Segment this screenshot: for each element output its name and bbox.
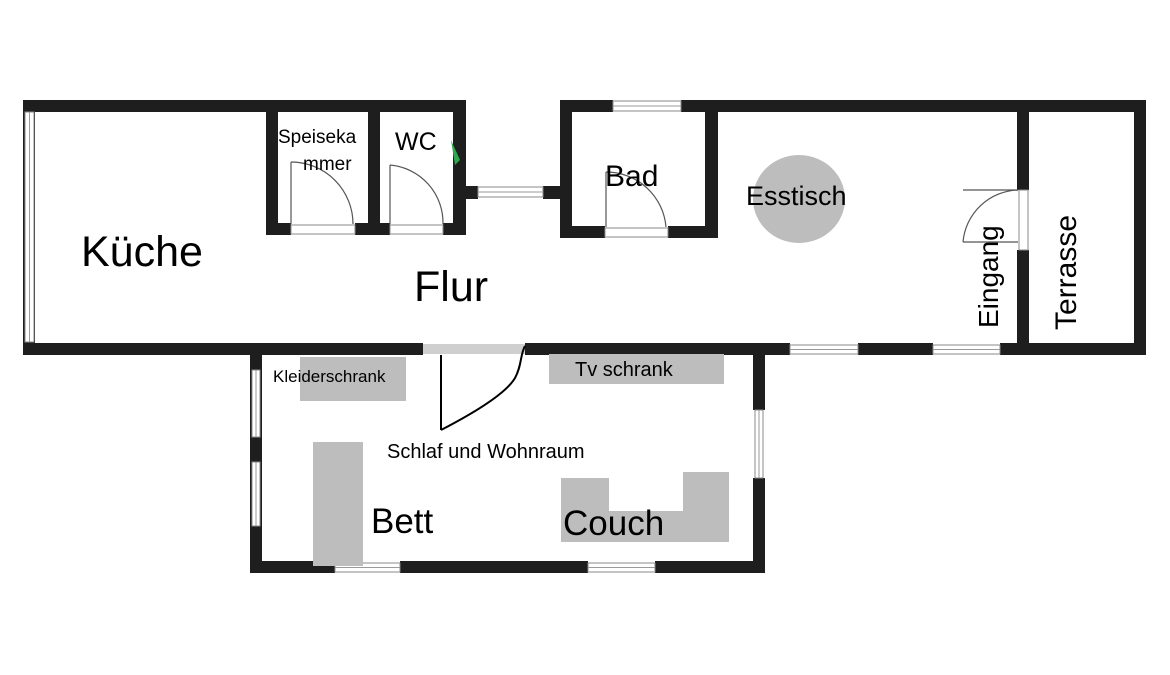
label-eingang: Eingang <box>973 225 1004 328</box>
label-esstisch: Esstisch <box>746 181 847 211</box>
label-kleiderschrank: Kleiderschrank <box>273 367 386 386</box>
windows-main <box>24 100 1029 355</box>
windows-bedroom <box>251 369 764 573</box>
label-bett: Bett <box>371 502 434 541</box>
kleiderschrank-furniture <box>300 357 406 401</box>
door-swings <box>290 161 1019 431</box>
label-speisekammer-2: mmer <box>303 154 352 175</box>
couch-furniture <box>561 472 729 542</box>
walls-main <box>23 100 1146 355</box>
esstisch-table <box>753 155 845 243</box>
label-terrasse: Terrasse <box>1050 215 1083 330</box>
bed-furniture <box>313 442 363 566</box>
label-wc: WC <box>395 128 437 156</box>
label-kueche: Küche <box>81 228 203 276</box>
label-speisekammer-1: Speiseka <box>278 127 357 148</box>
furniture <box>300 155 845 566</box>
label-flur: Flur <box>414 263 488 311</box>
label-schlaf-wohnraum: Schlaf und Wohnraum <box>387 441 585 463</box>
label-couch: Couch <box>563 504 664 543</box>
label-bad: Bad <box>605 160 658 193</box>
label-tv-schrank: Tv schrank <box>575 359 674 381</box>
room-labels: Küche Speiseka mmer WC Bad Esstisch Flur… <box>81 127 1083 543</box>
tv-schrank-furniture <box>549 354 724 384</box>
green-mark <box>451 140 460 165</box>
